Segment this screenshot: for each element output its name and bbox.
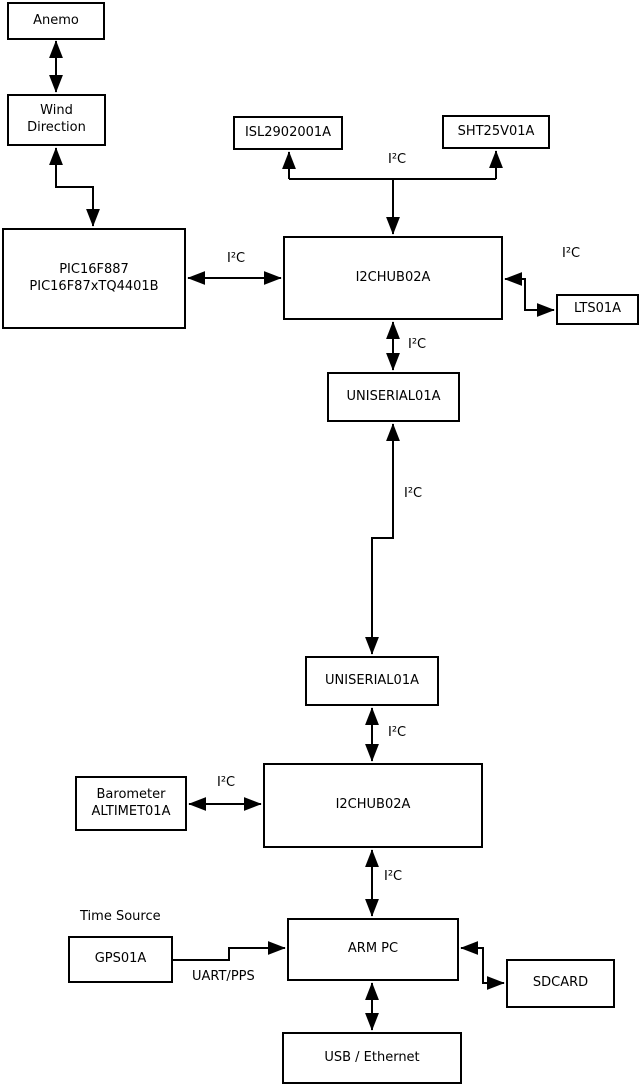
node-barometer-altimeter: Barometer ALTIMET01A <box>75 776 187 831</box>
node-arm-pc: ARM PC <box>287 918 459 981</box>
node-label: Direction <box>27 120 86 135</box>
node-sht25v01a: SHT25V01A <box>442 115 550 149</box>
node-label: PIC16F87xTQ4401B <box>29 278 159 294</box>
node-label: UNISERIAL01A <box>346 388 441 404</box>
node-usb-ethernet: USB / Ethernet <box>282 1032 462 1084</box>
node-isl2902001a: ISL2902001A <box>233 116 343 150</box>
edge-label-i2c-hub2-armpc: I²C <box>384 869 403 884</box>
node-uniserial-top: UNISERIAL01A <box>327 372 460 422</box>
node-uniserial-bottom: UNISERIAL01A <box>305 656 439 706</box>
node-label: UNISERIAL01A <box>325 672 419 688</box>
node-label: Wind <box>40 103 73 119</box>
node-sdcard: SDCARD <box>506 959 615 1008</box>
node-label: SHT25V01A <box>457 123 535 139</box>
edge-label-i2c-hub-lts: I²C <box>562 246 581 261</box>
edge-label-i2c-sensors: I²C <box>388 152 407 167</box>
connector-gps-armpc <box>173 941 286 961</box>
edge-label-i2c-barometer: I²C <box>217 775 236 790</box>
node-anemometer: Anemo <box>7 2 105 40</box>
node-pic-microcontroller: PIC16F887 PIC16F87xTQ4401B <box>2 228 186 329</box>
connector-wind-pic <box>49 147 100 227</box>
node-label: Barometer <box>96 786 166 802</box>
node-label: PIC16F887 <box>59 261 129 277</box>
node-label: I2CHUB02A <box>355 269 431 285</box>
edge-label-i2c-uniserial-hub2: I²C <box>388 725 407 740</box>
node-label: ALTIMET01A <box>91 803 171 819</box>
edge-label-i2c-long-link: I²C <box>404 486 423 501</box>
edge-label-time-source: Time Source <box>80 909 161 924</box>
node-label: Anemo <box>33 12 79 28</box>
node-label: I2CHUB02A <box>335 797 411 813</box>
edge-label-uart-pps: UART/PPS <box>192 969 255 984</box>
node-label: ISL2902001A <box>244 124 332 140</box>
edge-label-i2c-hub-uniserial: I²C <box>408 337 427 352</box>
node-wind-direction: Wind Direction <box>7 94 106 146</box>
node-label: SDCARD <box>532 975 589 991</box>
node-i2chub-bottom: I2CHUB02A <box>263 763 483 848</box>
edge-label-i2c-pic-hub: I²C <box>227 251 246 266</box>
node-label: ARM PC <box>347 941 399 957</box>
node-label: GPS01A <box>94 951 147 967</box>
connector-hub1-lts <box>504 272 555 317</box>
connector-armpc-sdcard <box>460 941 505 990</box>
node-lts01a: LTS01A <box>556 294 639 325</box>
connector-uniserial1-uniserial2 <box>365 423 400 655</box>
node-label: USB / Ethernet <box>324 1049 420 1065</box>
node-i2chub-top: I2CHUB02A <box>283 236 503 320</box>
node-label: LTS01A <box>573 301 622 317</box>
node-gps01a: GPS01A <box>68 936 173 983</box>
